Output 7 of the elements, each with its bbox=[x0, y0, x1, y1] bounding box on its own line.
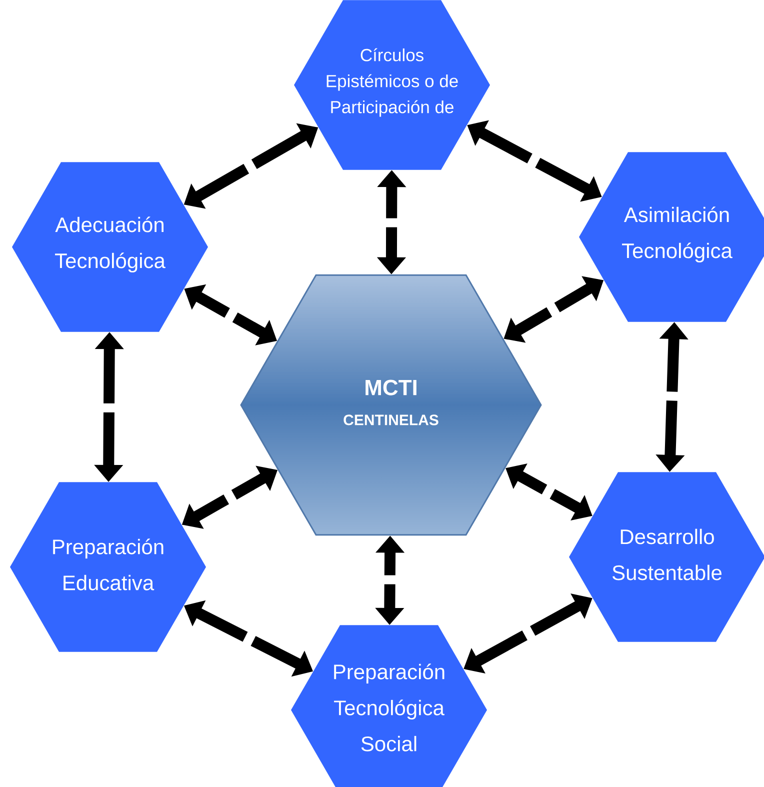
hexagon: Desarrollo Sustentable bbox=[569, 472, 764, 642]
hexagon: Preparación Educativa bbox=[10, 482, 206, 652]
hexagon: Preparación Tecnológica Social bbox=[291, 625, 487, 787]
central-hexagon: MCTI CENTINELAS bbox=[240, 274, 542, 536]
hexagon: Adecuación Tecnológica bbox=[12, 162, 208, 332]
hexagon: Círculos Epistémicos o de Participación de bbox=[294, 0, 490, 170]
hexagon: Asimilación Tecnológica bbox=[579, 152, 764, 322]
